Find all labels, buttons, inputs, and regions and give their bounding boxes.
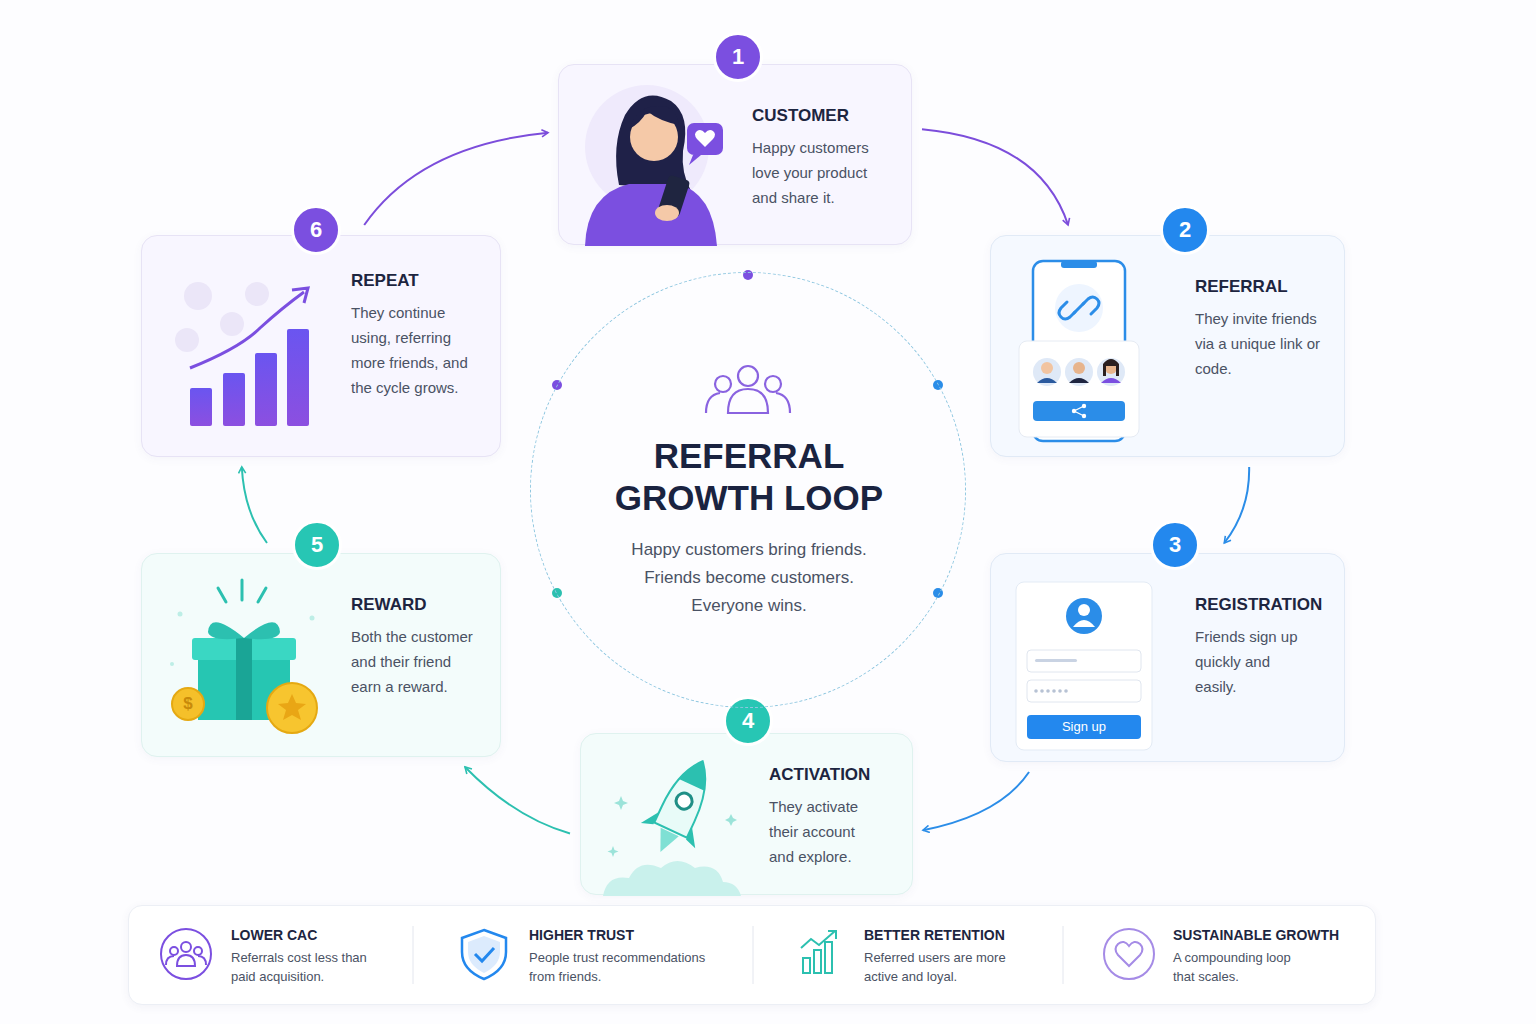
flow-arrow [242, 467, 267, 543]
step-description: They invite friends via a unique link or… [1195, 306, 1335, 381]
benefit-item: HIGHER TRUST People trust recommendations… [529, 926, 764, 992]
people-icon [706, 366, 790, 413]
step-card: 2REFERRALThey invite friends via a uniqu… [990, 235, 1345, 457]
step-description: They activate their account and explore. [769, 794, 884, 869]
rocket-illustration [581, 734, 914, 896]
step-number: 4 [723, 696, 773, 746]
diagram-title: REFERRAL GROWTH LOOP [599, 435, 899, 519]
step-card: 3REGISTRATIONFriends sign up quickly and… [990, 553, 1345, 762]
benefit-item: SUSTAINABLE GROWTH A compounding loop tha… [1173, 926, 1353, 992]
step-heading: REPEAT [351, 270, 419, 292]
benefit-description: Referrals cost less than paid acquisitio… [231, 948, 371, 986]
benefit-heading: BETTER RETENTION [864, 926, 1005, 944]
step-heading: REFERRAL [1195, 276, 1288, 298]
flow-arrow [923, 772, 1029, 830]
step-description: Happy customers love your product and sh… [752, 135, 892, 210]
step-description: Friends sign up quickly and easily. [1195, 624, 1313, 699]
center-subtitle: Happy customers bring friends. Friends b… [614, 536, 884, 620]
coin-symbol: $ [172, 688, 204, 720]
step-card: 5REWARDBoth the customer and their frien… [141, 553, 501, 757]
benefit-heading: HIGHER TRUST [529, 926, 634, 944]
step-description: They continue using, referring more frie… [351, 300, 475, 400]
step-heading: REWARD [351, 594, 427, 616]
step-number: 3 [1150, 520, 1200, 570]
benefit-item: LOWER CAC Referrals cost less than paid a… [231, 926, 411, 992]
benefit-description: People trust recommendations from friend… [529, 948, 724, 986]
growth-chart-illustration [142, 236, 502, 458]
step-description: Both the customer and their friend earn … [351, 624, 483, 699]
center-circle: REFERRAL GROWTH LOOP Happy customers brin… [530, 272, 966, 708]
step-number: 5 [292, 520, 342, 570]
step-card: 4ACTIVATIONThey activate their account a… [580, 733, 913, 895]
step-number: 2 [1160, 205, 1210, 255]
step-number: 6 [291, 205, 341, 255]
benefit-heading: LOWER CAC [231, 926, 317, 944]
benefit-item: BETTER RETENTION Referred users are more … [864, 926, 1064, 992]
flow-arrow [465, 767, 570, 833]
benefit-heading: SUSTAINABLE GROWTH [1173, 926, 1339, 944]
step-card: 6REPEATThey continue using, referring mo… [141, 235, 501, 457]
signup-form-illustration [991, 554, 1346, 763]
step-number: 1 [713, 32, 763, 82]
step-heading: ACTIVATION [769, 764, 870, 786]
benefit-description: A compounding loop that scales. [1173, 948, 1313, 986]
button-label: Sign up [1027, 715, 1141, 739]
flow-arrow [1224, 467, 1249, 543]
flow-arrow [922, 129, 1068, 225]
step-card: 1CUSTOMERHappy customers love your produ… [558, 64, 912, 245]
benefit-description: Referred users are more active and loyal… [864, 948, 1024, 986]
flow-arrow [364, 133, 548, 225]
step-heading: CUSTOMER [752, 105, 849, 127]
step-heading: REGISTRATION [1195, 594, 1322, 616]
